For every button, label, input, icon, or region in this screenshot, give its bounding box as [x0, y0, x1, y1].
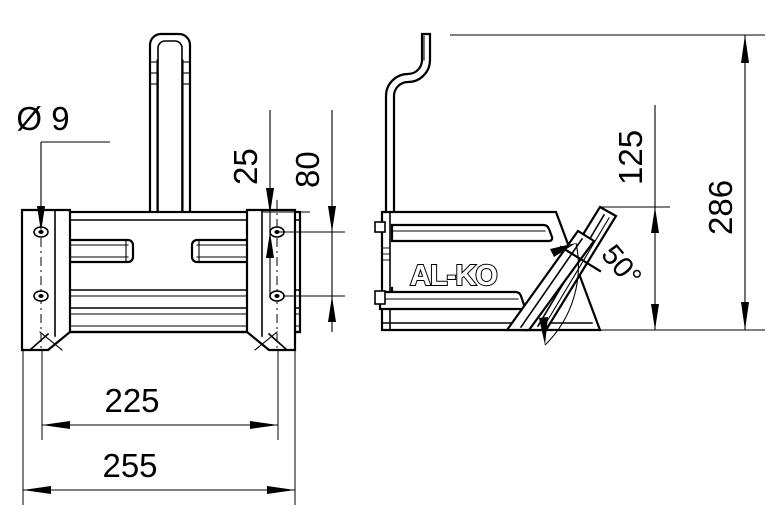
- front-view-group: Ø 9 25 80: [16, 32, 345, 505]
- dim-label-225: 225: [104, 382, 159, 419]
- clamp-rods: [68, 238, 257, 264]
- dim-label-25: 25: [227, 148, 264, 185]
- dim-225: 225: [41, 350, 279, 440]
- hook-handle: [384, 32, 432, 220]
- side-view-group: AL-KO 286: [374, 32, 765, 346]
- dim-label-125: 125: [612, 130, 649, 185]
- alko-logo-text: AL-KO: [410, 260, 497, 292]
- dim-label-diameter-9: Ø 9: [16, 100, 69, 137]
- dim-label-255: 255: [102, 447, 157, 484]
- dim-286: 286: [450, 34, 765, 331]
- dim-label-angle-50: 50°: [595, 239, 648, 293]
- right-mounting-bracket: [245, 200, 297, 352]
- dim-diameter-9: Ø 9: [16, 100, 110, 232]
- dim-255: 255: [22, 350, 296, 505]
- dim-label-286: 286: [702, 180, 739, 235]
- dim-80: 80: [283, 110, 345, 332]
- left-mounting-bracket: [20, 200, 72, 352]
- dim-label-80: 80: [289, 151, 326, 188]
- dim-125: 125: [600, 105, 670, 330]
- alko-logo: AL-KO: [409, 259, 499, 293]
